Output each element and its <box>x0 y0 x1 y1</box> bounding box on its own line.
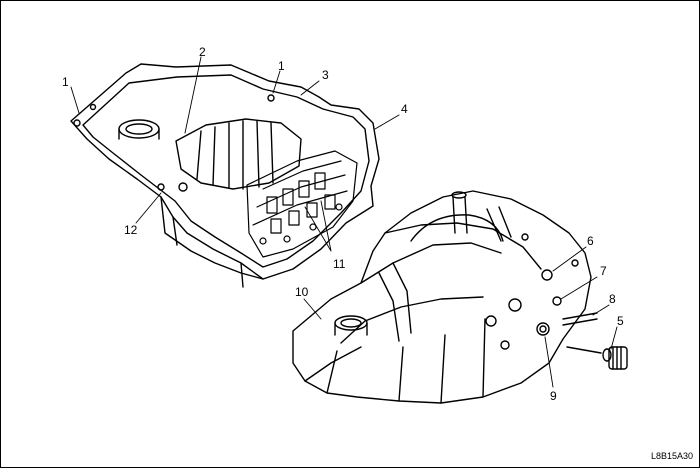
callout-10: 10 <box>295 285 309 299</box>
figure-code: L8B15A30 <box>650 451 693 461</box>
callout-12: 12 <box>124 223 138 237</box>
callout-7: 7 <box>600 264 607 278</box>
callout-3: 3 <box>322 68 329 82</box>
callout-8: 8 <box>609 292 616 306</box>
callout-1-top: 1 <box>278 59 285 73</box>
callout-5: 5 <box>617 314 624 328</box>
callout-1-left: 1 <box>62 75 69 89</box>
transaxle-case <box>292 190 628 404</box>
leader-lines <box>70 56 618 388</box>
callout-11: 11 <box>333 257 346 271</box>
callout-2: 2 <box>199 45 206 59</box>
valve-body <box>246 150 358 258</box>
upper-housing <box>70 63 380 288</box>
callout-6: 6 <box>587 234 594 248</box>
callout-4: 4 <box>401 102 408 116</box>
callout-9: 9 <box>550 389 557 403</box>
